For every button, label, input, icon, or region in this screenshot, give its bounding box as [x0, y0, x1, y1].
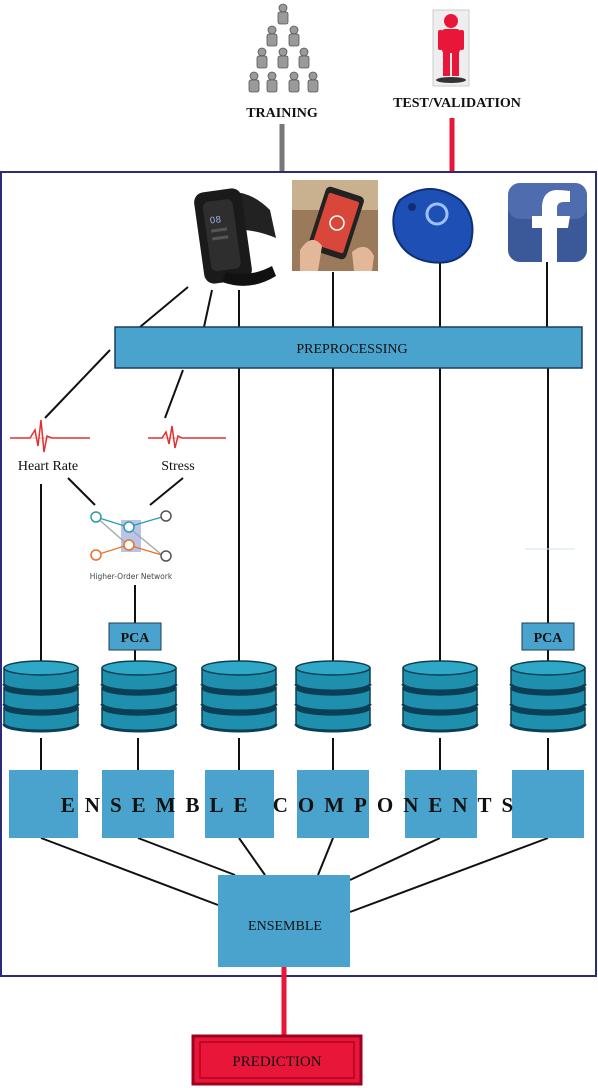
- prediction-inner-border: [199, 1041, 355, 1079]
- training-label: TRAINING: [246, 106, 318, 121]
- ensemble-components-label: ENSEMBLE COMPONENTS: [61, 793, 523, 817]
- component-box-3: [205, 770, 274, 838]
- svg-text:08: 08: [209, 215, 222, 227]
- higher-order-network-icon: [90, 510, 172, 562]
- preprocessing-label: PREPROCESSING: [296, 342, 407, 357]
- heart-rate-label: Heart Rate: [18, 459, 78, 474]
- system-frame: [0, 171, 597, 977]
- heart-rate-signal-icon: [10, 419, 90, 453]
- database-icon-4: [294, 660, 372, 733]
- test-validation-label: TEST/VALIDATION: [393, 96, 521, 111]
- pca-box-left: [108, 622, 162, 651]
- database-icon-6: [509, 660, 587, 733]
- database-icon-5: [401, 660, 479, 733]
- bluetooth-key-fob-icon: [392, 188, 474, 264]
- facebook-icon: [508, 183, 587, 262]
- connection-lines: [40, 262, 549, 913]
- ensemble-block: [218, 875, 350, 967]
- pca-label-left: PCA: [121, 631, 151, 646]
- database-icon-3: [200, 660, 278, 733]
- ensemble-component-boxes: [9, 770, 584, 838]
- smartphone-icon: [292, 180, 378, 271]
- preprocessing-block: [114, 326, 583, 369]
- test-person-icon: [432, 9, 470, 87]
- component-box-6: [512, 770, 584, 838]
- pca-box-right: [521, 622, 575, 651]
- fitness-band-icon: 08: [194, 188, 276, 286]
- component-box-5: [405, 770, 477, 838]
- training-group-icon: [248, 3, 319, 93]
- database-row: [2, 660, 587, 733]
- component-box-2: [102, 770, 174, 838]
- database-icon-2: [100, 660, 178, 733]
- ensemble-label: ENSEMBLE: [248, 919, 322, 934]
- stress-signal-icon: [148, 425, 226, 449]
- pca-label-right: PCA: [534, 631, 564, 646]
- prediction-label: PREDICTION: [232, 1054, 321, 1070]
- stress-label: Stress: [161, 459, 194, 474]
- database-icon-1: [2, 660, 80, 733]
- component-box-4: [297, 770, 369, 838]
- component-box-1: [9, 770, 78, 838]
- higher-order-network-label: Higher-Order Network: [90, 572, 173, 581]
- prediction-block: [191, 1034, 363, 1086]
